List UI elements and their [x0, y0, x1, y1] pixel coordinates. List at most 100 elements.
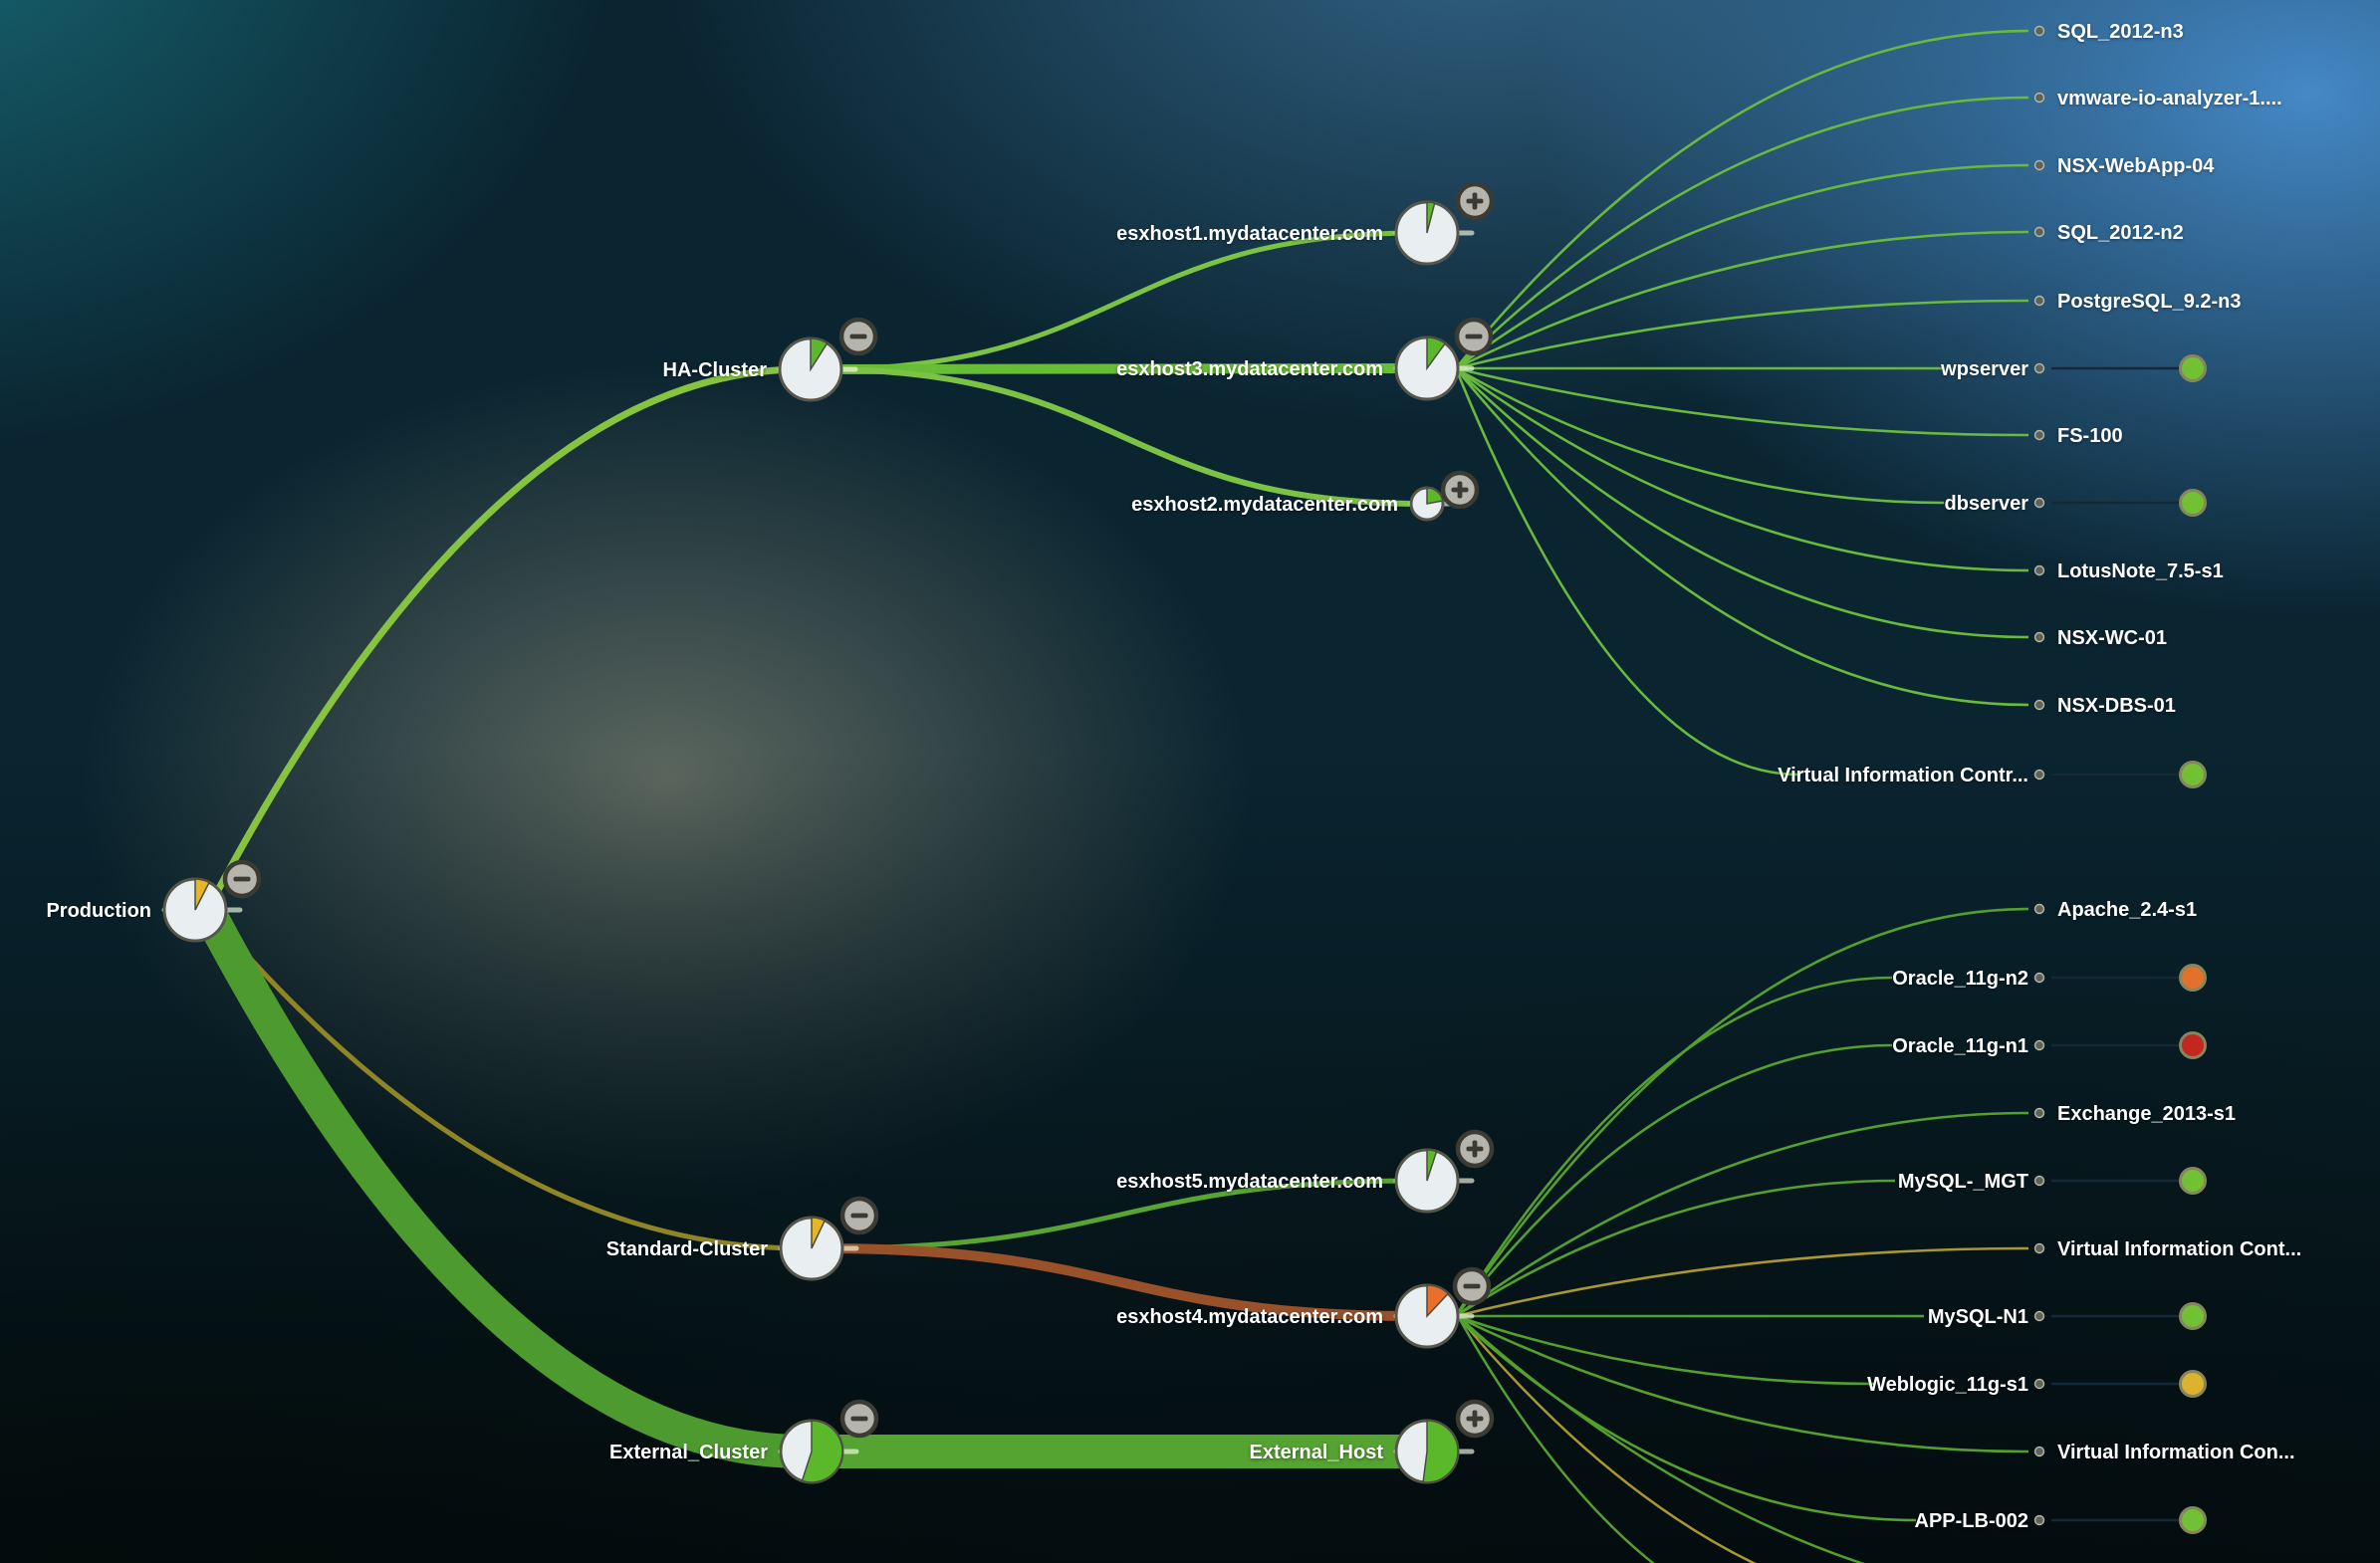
vm-label-oracle-11g-n2[interactable]: Oracle_11g-n2 [1892, 968, 2028, 990]
edge-esxhost3-to-nsx-webapp-04 [1455, 163, 2029, 370]
connector-dot-weblogic-11g-s1 [2033, 1378, 2045, 1390]
vm-row-app-lb-002: APP-LB-002 [1455, 1315, 2207, 1534]
vm-label-nsx-dbs-01[interactable]: NSX-DBS-01 [2057, 695, 2176, 717]
minus-icon-production [233, 876, 251, 882]
plus-icon-vbar-esxhost5 [1472, 1140, 1478, 1158]
status-badge-weblogic-11g-s1[interactable] [2179, 1370, 2207, 1398]
edge-esxhost4-to-oracle-11g-n1 [1454, 1043, 1893, 1317]
status-badge-oracle-11g-n1[interactable] [2179, 1031, 2207, 1059]
vm-label-sql-2012-n3[interactable]: SQL_2012-n3 [2057, 21, 2184, 43]
connector-dot-fs-100 [2033, 429, 2045, 441]
connector-dot-virtual-information-contr [2033, 769, 2045, 781]
connector-dot-dbserver [2033, 497, 2045, 509]
edge-ha_cluster-to-esxhost1 [820, 230, 1421, 372]
status-badge-oracle-11g-n2[interactable] [2179, 964, 2207, 992]
vm-label-sql-2012-n2[interactable]: SQL_2012-n2 [2057, 222, 2184, 244]
vm-label-nsx-webapp-04[interactable]: NSX-WebApp-04 [2057, 155, 2215, 177]
edge-standard_cluster-to-esxhost5 [821, 1178, 1421, 1251]
node-label-external_cluster[interactable]: External_Cluster [609, 1442, 768, 1463]
vm-row-vmware-io-analyzer-1: vmware-io-analyzer-1.... [1455, 88, 2282, 369]
node-label-esxhost5[interactable]: esxhost5.mydatacenter.com [1116, 1171, 1383, 1193]
vm-label-mysql-mgt[interactable]: MySQL-_MGT [1898, 1171, 2028, 1193]
edge-esxhost3-to-dbserver [1455, 366, 1945, 505]
status-badge-mysql-n1[interactable] [2179, 1302, 2207, 1330]
connector-dot-lotusnote-7-5-s1 [2033, 564, 2045, 576]
vm-label-dbserver[interactable]: dbserver [1945, 493, 2029, 515]
connector-dot-postgresql-9-2-n3 [2033, 295, 2045, 307]
edge-esxhost4-to-mysql-mgt [1455, 1179, 1896, 1318]
vm-label-virtual-information-cont[interactable]: Virtual Information Cont... [2057, 1238, 2301, 1260]
vm-row-virtual-information-cont: Virtual Information Cont... [1455, 1238, 2301, 1318]
minus-icon-standard_cluster [850, 1213, 868, 1219]
collapse-button-esxhost4[interactable] [1452, 1266, 1492, 1306]
connector-dot-nsx-dbs-01 [2033, 699, 2045, 711]
vm-label-app-lb-002[interactable]: APP-LB-002 [1915, 1510, 2028, 1532]
node-external_host: External_Host [1250, 1399, 1495, 1484]
node-label-standard_cluster[interactable]: Standard-Cluster [606, 1238, 768, 1260]
edge-offscreen-0 [1456, 1315, 1655, 1563]
node-label-esxhost4[interactable]: esxhost4.mydatacenter.com [1116, 1306, 1383, 1328]
vm-row-postgresql-9-2-n3: PostgreSQL_9.2-n3 [1455, 291, 2242, 370]
vm-label-virtual-information-con[interactable]: Virtual Information Con... [2057, 1442, 2295, 1463]
expand-button-esxhost2[interactable] [1440, 470, 1480, 510]
edge-esxhost4-to-virtual-information-con [1455, 1314, 2029, 1453]
node-standard_cluster: Standard-Cluster [606, 1196, 879, 1281]
pie-slice-external_cluster [801, 1420, 843, 1483]
edge-esxhost4-to-virtual-information-cont [1455, 1246, 2029, 1318]
expand-button-external_host[interactable] [1455, 1399, 1495, 1439]
vm-label-mysql-n1[interactable]: MySQL-N1 [1928, 1306, 2028, 1328]
expand-button-esxhost1[interactable] [1455, 181, 1495, 221]
node-esxhost2: esxhost2.mydatacenter.com [1131, 470, 1480, 522]
vm-label-wpserver[interactable]: wpserver [1940, 358, 2028, 380]
node-label-production[interactable]: Production [46, 900, 151, 922]
vm-row-virtual-information-con: Virtual Information Con... [1455, 1314, 2295, 1463]
node-esxhost5: esxhost5.mydatacenter.com [1116, 1129, 1495, 1214]
vm-row-nsx-webapp-04: NSX-WebApp-04 [1455, 155, 2215, 370]
status-badge-mysql-mgt[interactable] [2179, 1167, 2207, 1195]
status-badge-app-lb-002[interactable] [2179, 1506, 2207, 1534]
vm-row-oracle-11g-n1: Oracle_11g-n1 [1454, 1031, 2207, 1317]
edge-production-to-ha_cluster [203, 365, 806, 914]
expand-button-esxhost5[interactable] [1455, 1129, 1495, 1169]
collapse-button-ha_cluster[interactable] [838, 317, 878, 356]
node-label-ha_cluster[interactable]: HA-Cluster [663, 359, 768, 381]
collapse-button-esxhost3[interactable] [1454, 317, 1494, 356]
vm-label-exchange-2013-s1[interactable]: Exchange_2013-s1 [2057, 1103, 2236, 1125]
vm-label-nsx-wc-01[interactable]: NSX-WC-01 [2057, 627, 2167, 649]
vm-row-apache-2-4-s1: Apache_2.4-s1 [1454, 899, 2197, 1317]
collapse-button-standard_cluster[interactable] [839, 1196, 879, 1235]
vm-label-fs-100[interactable]: FS-100 [2057, 425, 2123, 447]
connector-dot-sql-2012-n2 [2033, 226, 2045, 238]
connector-dot-app-lb-002 [2033, 1514, 2045, 1526]
edge-esxhost4-to-weblogic-11g-s1 [1455, 1314, 1875, 1386]
vm-row-dbserver: dbserver [1455, 366, 2207, 517]
vm-label-postgresql-9-2-n3[interactable]: PostgreSQL_9.2-n3 [2057, 291, 2242, 313]
plus-icon-vbar-external_host [1472, 1410, 1478, 1428]
collapse-button-external_cluster[interactable] [839, 1399, 879, 1439]
node-label-esxhost3[interactable]: esxhost3.mydatacenter.com [1116, 358, 1383, 380]
vm-label-apache-2-4-s1[interactable]: Apache_2.4-s1 [2057, 899, 2197, 921]
node-production: Production [46, 859, 262, 943]
vm-label-virtual-information-contr[interactable]: Virtual Information Contr... [1778, 765, 2028, 786]
vm-label-lotusnote-7-5-s1[interactable]: LotusNote_7.5-s1 [2057, 560, 2224, 582]
collapse-button-production[interactable] [222, 859, 262, 899]
status-badge-virtual-information-contr[interactable] [2179, 761, 2207, 788]
plus-icon-vbar-esxhost1 [1472, 192, 1478, 210]
minus-icon-external_cluster [850, 1416, 868, 1422]
node-external_cluster: External_Cluster [609, 1399, 879, 1484]
vm-label-vmware-io-analyzer-1[interactable]: vmware-io-analyzer-1.... [2057, 88, 2282, 110]
pie-slice-esxhost1 [1426, 201, 1436, 234]
node-label-external_host[interactable]: External_Host [1250, 1442, 1384, 1463]
edge-esxhost3-to-sql-2012-n3 [1454, 29, 2029, 369]
node-label-esxhost2[interactable]: esxhost2.mydatacenter.com [1131, 494, 1398, 516]
vm-label-oracle-11g-n1[interactable]: Oracle_11g-n1 [1892, 1035, 2028, 1057]
status-badge-wpserver[interactable] [2179, 354, 2207, 382]
edge-esxhost4-to-app-lb-002 [1455, 1315, 1917, 1522]
edge-esxhost3-to-lotusnote-7-5-s1 [1455, 366, 2029, 572]
connector-dot-apache-2-4-s1 [2033, 903, 2045, 915]
vm-label-weblogic-11g-s1[interactable]: Weblogic_11g-s1 [1867, 1374, 2028, 1396]
vm-row-oracle-11g-n2: Oracle_11g-n2 [1454, 964, 2207, 1317]
nodes-layer: Production HA-ClusterStandard-ClusterExte… [46, 181, 1495, 1484]
status-badge-dbserver[interactable] [2179, 489, 2207, 517]
node-label-esxhost1[interactable]: esxhost1.mydatacenter.com [1116, 223, 1383, 245]
